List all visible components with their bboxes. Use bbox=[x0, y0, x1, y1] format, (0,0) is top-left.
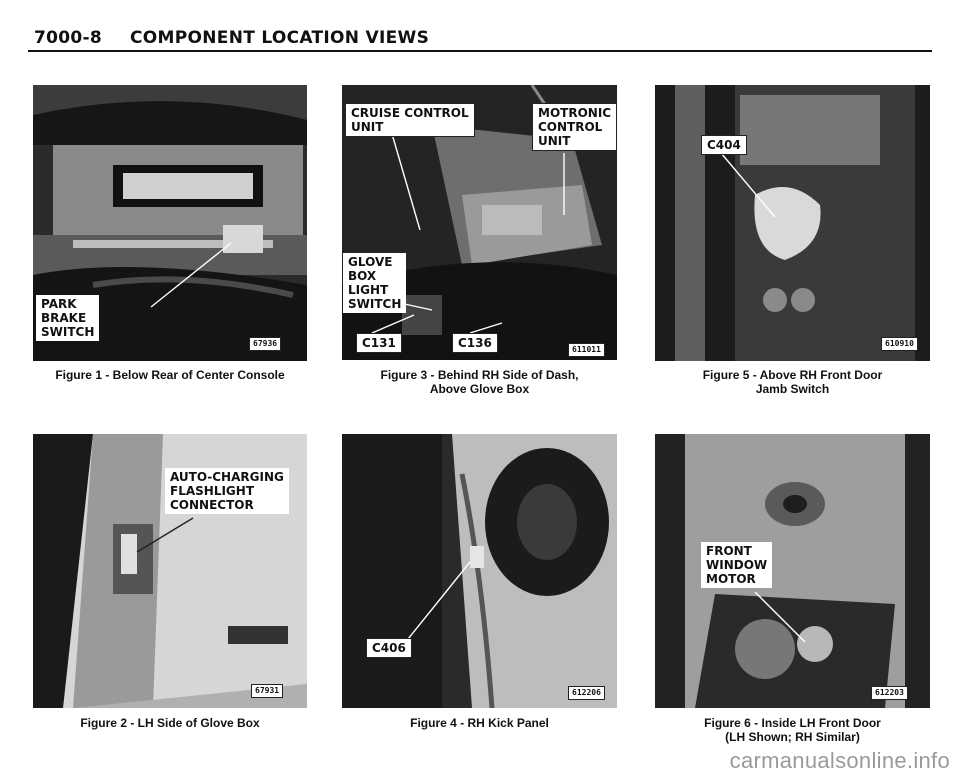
figure-5-photo: C404 610910 bbox=[655, 85, 930, 361]
photo-code: 612203 bbox=[871, 686, 908, 700]
photo-code: 67931 bbox=[251, 684, 284, 698]
figure-2-photo: AUTO-CHARGING FLASHLIGHT CONNECTOR 67931 bbox=[33, 434, 307, 708]
callout-c136: C136 bbox=[452, 333, 498, 353]
callout-cruise-control-unit: CRUISE CONTROL UNIT bbox=[345, 103, 475, 137]
callout-glove-box-light-switch: GLOVE BOX LIGHT SWITCH bbox=[343, 253, 407, 313]
figure-4-photo: C406 612206 bbox=[342, 434, 617, 708]
door-jamb-photo bbox=[655, 85, 930, 361]
callout-auto-charging-flashlight-connector: AUTO-CHARGING FLASHLIGHT CONNECTOR bbox=[165, 468, 289, 514]
figure-4-caption: Figure 4 - RH Kick Panel bbox=[410, 716, 549, 730]
figure-1-caption: Figure 1 - Below Rear of Center Console bbox=[55, 368, 285, 382]
console-photo bbox=[33, 85, 307, 361]
photo-code: 610910 bbox=[881, 337, 918, 351]
photo-code: 67936 bbox=[249, 337, 282, 351]
figure-6-caption: Figure 6 - Inside LH Front Door (LH Show… bbox=[704, 716, 881, 744]
callout-park-brake-switch: PARK BRAKE SWITCH bbox=[36, 295, 100, 341]
glove-box-photo bbox=[33, 434, 307, 708]
page-header: 7000-8 COMPONENT LOCATION VIEWS bbox=[28, 28, 932, 52]
callout-motronic-control-unit: MOTRONIC CONTROL UNIT bbox=[532, 103, 617, 151]
door-interior-photo bbox=[655, 434, 930, 708]
page-title: COMPONENT LOCATION VIEWS bbox=[130, 28, 430, 48]
photo-code: 612206 bbox=[568, 686, 605, 700]
figure-1-photo: PARK BRAKE SWITCH 67936 bbox=[33, 85, 307, 361]
figure-2-caption: Figure 2 - LH Side of Glove Box bbox=[80, 716, 260, 730]
callout-c406: C406 bbox=[366, 638, 412, 658]
page-number: 7000-8 bbox=[34, 28, 102, 48]
kick-panel-photo bbox=[342, 434, 617, 708]
callout-c404: C404 bbox=[701, 135, 747, 155]
callout-c131: C131 bbox=[356, 333, 402, 353]
figure-3-caption: Figure 3 - Behind RH Side of Dash, Above… bbox=[380, 368, 579, 396]
photo-code: 611011 bbox=[568, 343, 605, 357]
figure-6-photo: FRONT WINDOW MOTOR 612203 bbox=[655, 434, 930, 708]
figure-3-photo: CRUISE CONTROL UNIT MOTRONIC CONTROL UNI… bbox=[342, 85, 617, 360]
watermark: carmanualsonline.info bbox=[729, 748, 950, 773]
callout-front-window-motor: FRONT WINDOW MOTOR bbox=[701, 542, 773, 588]
figure-5-caption: Figure 5 - Above RH Front Door Jamb Swit… bbox=[702, 368, 883, 396]
